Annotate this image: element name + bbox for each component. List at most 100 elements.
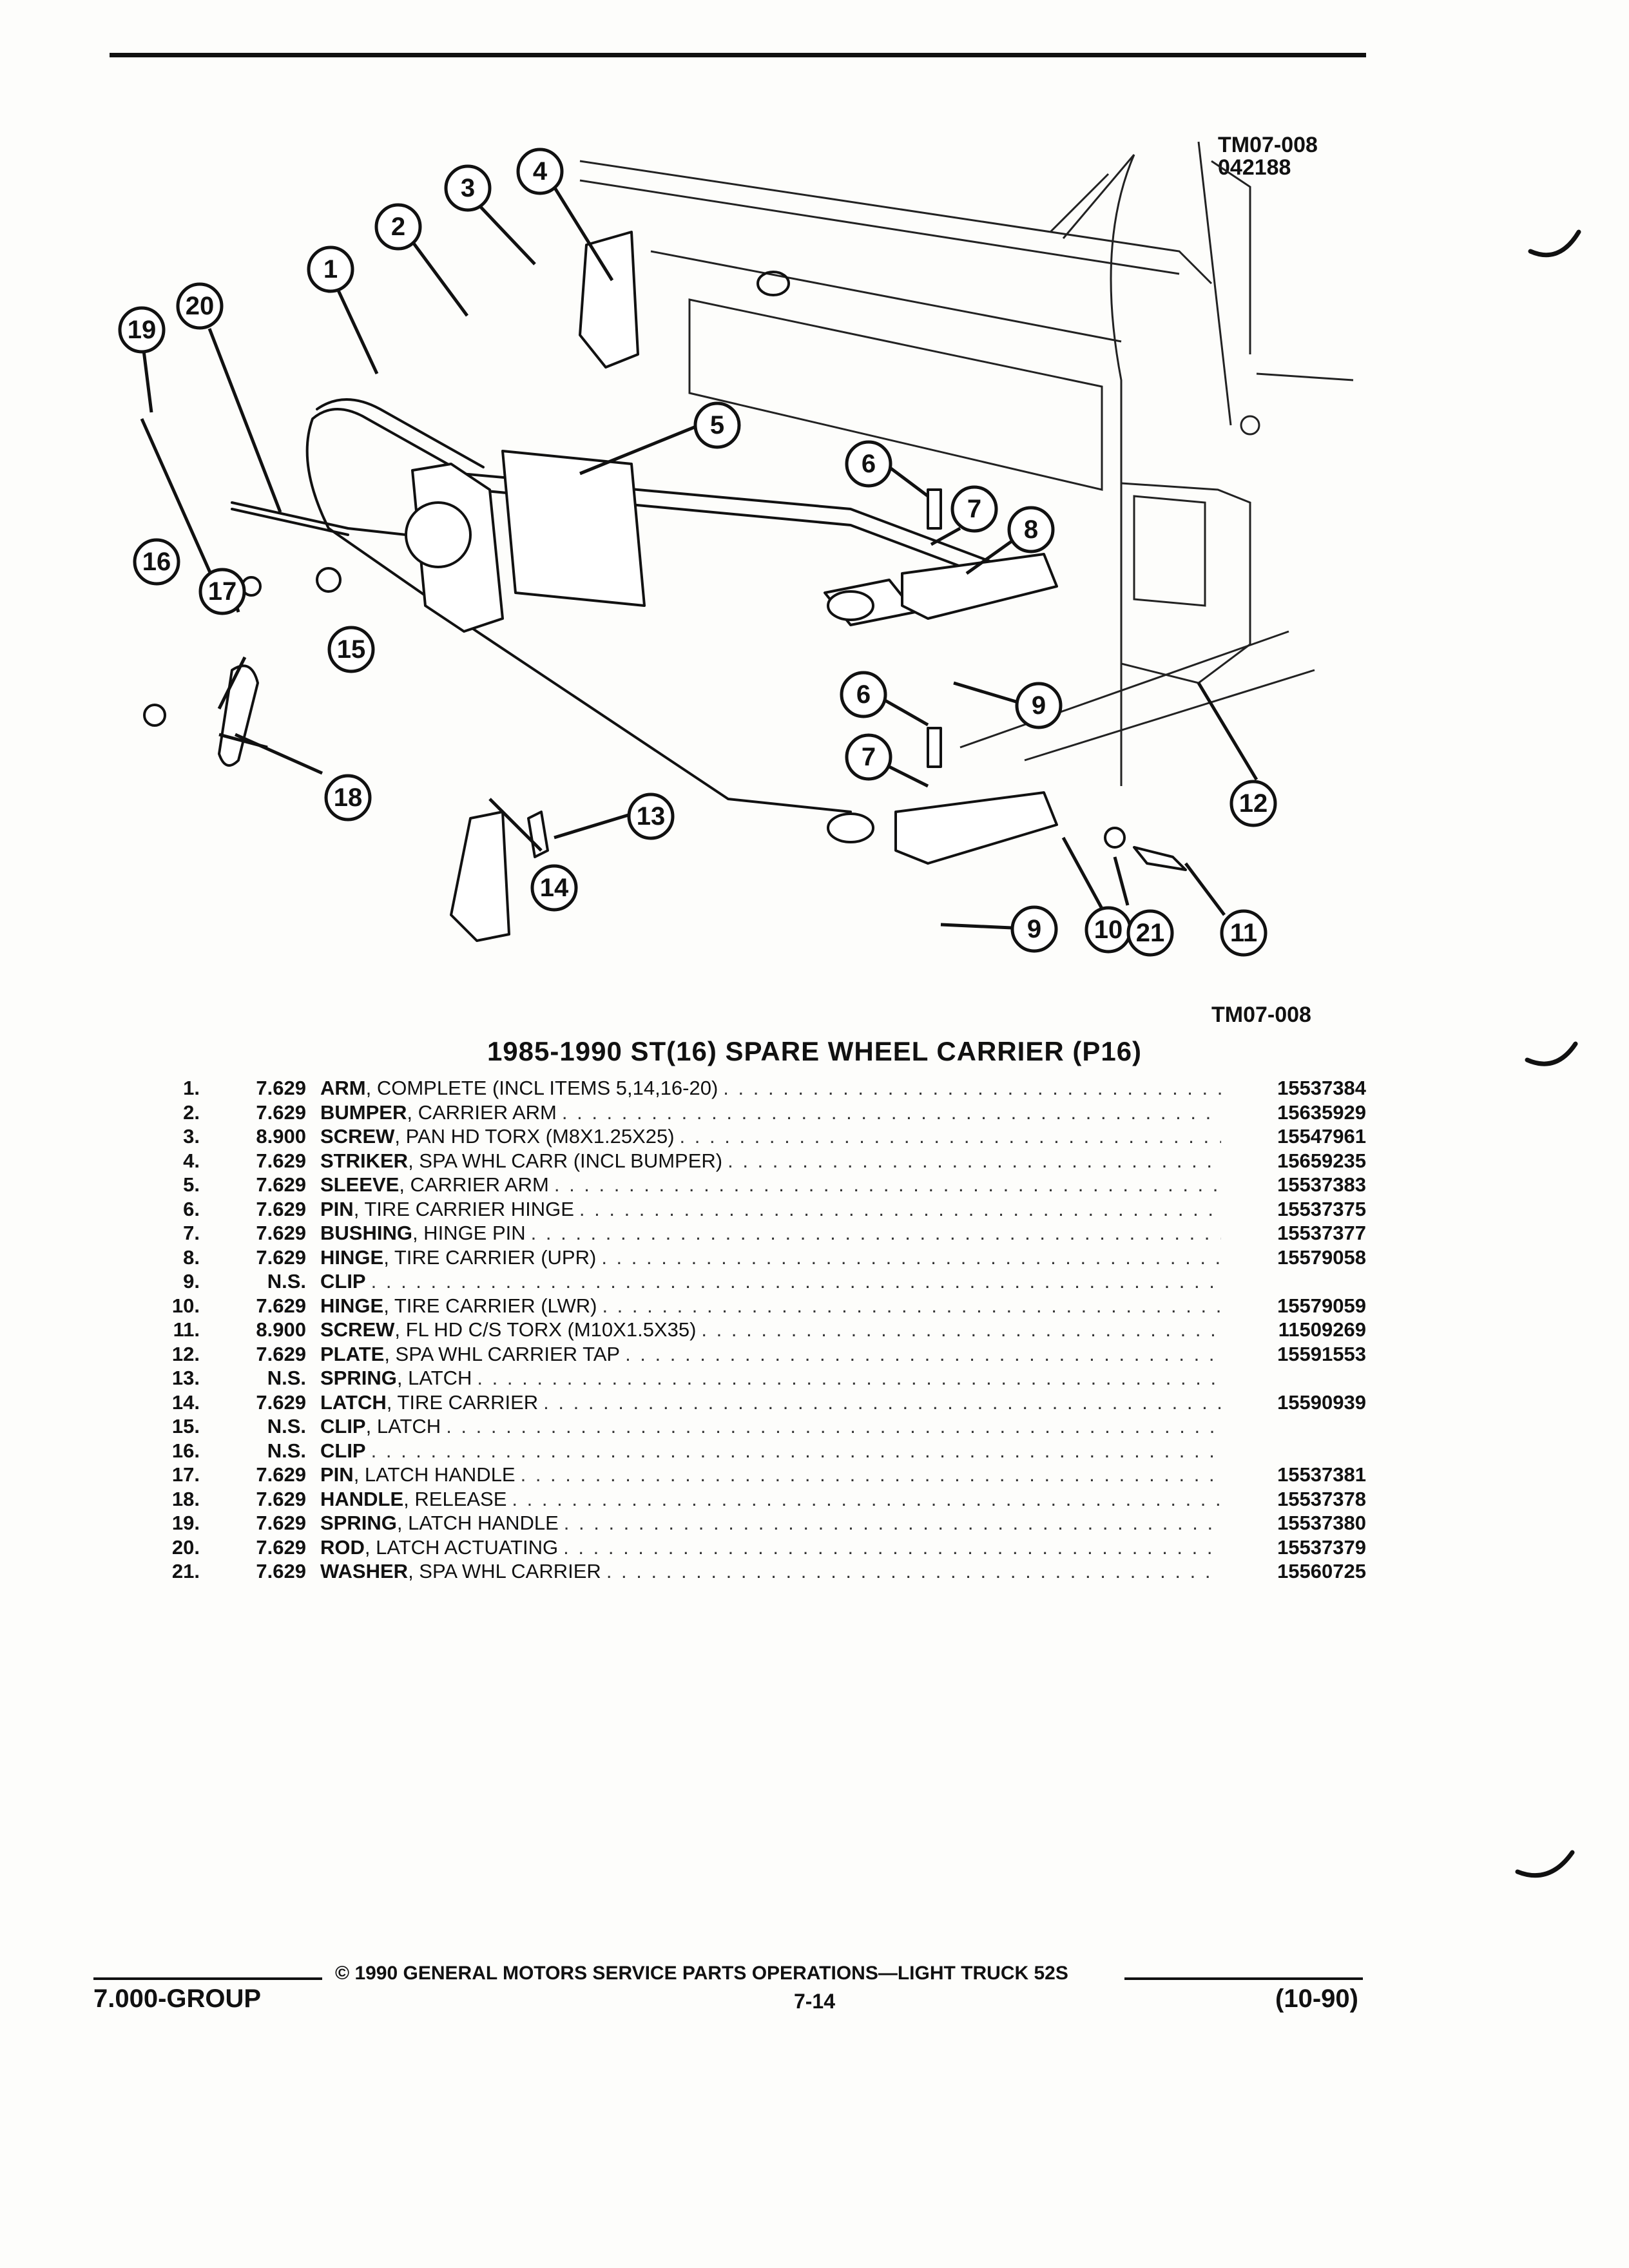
footer-rule-left bbox=[93, 1977, 322, 1980]
leader-dots bbox=[601, 1245, 1221, 1270]
item-number: 2. bbox=[183, 1100, 200, 1124]
figure-code-bottom: TM07-008 bbox=[1211, 1003, 1311, 1027]
group-number: 7.629 bbox=[256, 1294, 306, 1317]
footer-copyright: © 1990 GENERAL MOTORS SERVICE PARTS OPER… bbox=[335, 1963, 1068, 1984]
item-description: HINGE, TIRE CARRIER (UPR) bbox=[320, 1245, 1221, 1270]
callout-7b: 7 bbox=[845, 733, 892, 781]
item-name: SPRING bbox=[320, 1512, 397, 1534]
callout-20: 20 bbox=[176, 282, 224, 330]
callout-4: 4 bbox=[516, 148, 564, 195]
item-detail: , SPA WHL CARR (INCL BUMPER) bbox=[408, 1149, 723, 1172]
part-number: 11509269 bbox=[1278, 1318, 1366, 1341]
item-name: LATCH bbox=[320, 1390, 387, 1414]
part-number: 15537375 bbox=[1277, 1197, 1366, 1220]
item-number: 14. bbox=[171, 1390, 200, 1414]
vehicle-body bbox=[579, 141, 1354, 786]
item-description: HANDLE, RELEASE bbox=[320, 1487, 1221, 1512]
svg-text:7: 7 bbox=[967, 495, 981, 523]
group-number: N.S. bbox=[267, 1415, 306, 1437]
spare-wheel-carrier-diagram: 1 2 3 4 5 6 7 8 6 7 9 9 10 11 12 13 14 1… bbox=[118, 141, 1354, 957]
svg-text:20: 20 bbox=[186, 292, 215, 320]
item-description: BUSHING, HINGE PIN bbox=[320, 1221, 1221, 1245]
part-number: 15537384 bbox=[1277, 1077, 1366, 1099]
footer-date: (10-90) bbox=[1275, 1984, 1358, 2013]
item-name: ARM bbox=[320, 1077, 366, 1099]
page-number: 7-14 bbox=[793, 1990, 836, 2013]
leader-dots bbox=[554, 1173, 1221, 1197]
item-number: 3. bbox=[183, 1125, 200, 1148]
item-name: SCREW bbox=[320, 1318, 395, 1341]
callout-15: 15 bbox=[327, 626, 375, 673]
item-name: CLIP bbox=[320, 1415, 366, 1437]
group-number: 7.629 bbox=[256, 1487, 306, 1510]
item-name: PIN bbox=[320, 1463, 354, 1486]
item-description: ARM, COMPLETE (INCL ITEMS 5,14,16-20) bbox=[320, 1076, 1221, 1100]
item-description: LATCH, TIRE CARRIER bbox=[320, 1390, 1221, 1415]
svg-text:18: 18 bbox=[334, 783, 363, 812]
svg-text:6: 6 bbox=[856, 680, 871, 709]
parts-row: 16.N.S.CLIP bbox=[155, 1439, 1366, 1463]
top-rule bbox=[110, 53, 1366, 57]
leader-dots bbox=[606, 1559, 1221, 1584]
callout-9: 9 bbox=[1015, 682, 1063, 729]
callout-6b: 6 bbox=[840, 671, 887, 718]
group-number: N.S. bbox=[267, 1439, 306, 1462]
item-detail: , TIRE CARRIER bbox=[386, 1390, 539, 1414]
figure-code-top: TM07-008 bbox=[1218, 133, 1318, 157]
item-description: CLIP bbox=[320, 1269, 1221, 1294]
leader-dots bbox=[512, 1487, 1221, 1512]
part-number: 15537377 bbox=[1277, 1222, 1366, 1244]
footer-rule-right bbox=[1124, 1977, 1363, 1980]
svg-text:2: 2 bbox=[391, 213, 405, 241]
leader-dots bbox=[579, 1197, 1221, 1222]
svg-text:9: 9 bbox=[1032, 691, 1046, 720]
svg-text:7: 7 bbox=[862, 743, 876, 771]
item-name: WASHER bbox=[320, 1560, 409, 1582]
item-detail: , LATCH HANDLE bbox=[396, 1512, 559, 1534]
item-detail: , LATCH bbox=[365, 1415, 441, 1437]
callout-14: 14 bbox=[530, 864, 578, 912]
item-detail: , COMPLETE (INCL ITEMS 5,14,16-20) bbox=[365, 1077, 718, 1099]
group-number: 8.900 bbox=[256, 1125, 306, 1148]
item-detail: , SPA WHL CARRIER bbox=[408, 1560, 601, 1582]
svg-text:11: 11 bbox=[1230, 919, 1257, 947]
part-number: 15537379 bbox=[1277, 1535, 1366, 1559]
svg-text:16: 16 bbox=[142, 548, 171, 576]
item-name: ROD bbox=[320, 1535, 365, 1559]
item-detail: , LATCH ACTUATING bbox=[364, 1535, 559, 1559]
item-detail: , CARRIER ARM bbox=[399, 1173, 549, 1196]
svg-text:17: 17 bbox=[208, 577, 237, 606]
item-description: CLIP, LATCH bbox=[320, 1414, 1221, 1439]
callout-5: 5 bbox=[693, 401, 741, 449]
callout-19: 19 bbox=[118, 306, 166, 354]
binder-mark-icon bbox=[1528, 229, 1581, 258]
item-number: 5. bbox=[183, 1173, 200, 1196]
callout-17: 17 bbox=[198, 568, 246, 615]
item-name: CLIP bbox=[320, 1439, 366, 1462]
group-number: 7.629 bbox=[256, 1512, 306, 1534]
group-number: 7.629 bbox=[256, 1100, 306, 1124]
callout-13: 13 bbox=[627, 793, 675, 840]
group-number: 7.629 bbox=[256, 1173, 306, 1196]
group-number: 7.629 bbox=[256, 1222, 306, 1244]
item-description: PIN, TIRE CARRIER HINGE bbox=[320, 1197, 1221, 1222]
callout-16: 16 bbox=[133, 538, 180, 586]
item-detail: , TIRE CARRIER HINGE bbox=[353, 1197, 574, 1220]
item-number: 13. bbox=[171, 1367, 200, 1389]
group-number: 7.629 bbox=[256, 1077, 306, 1099]
svg-text:19: 19 bbox=[128, 316, 157, 344]
callout-6: 6 bbox=[845, 440, 892, 488]
item-name: HANDLE bbox=[320, 1487, 404, 1510]
group-number: 7.629 bbox=[256, 1342, 306, 1365]
item-name: PIN bbox=[320, 1197, 354, 1220]
item-name: SLEEVE bbox=[320, 1173, 400, 1196]
item-number: 8. bbox=[183, 1245, 200, 1269]
leader-dots bbox=[371, 1439, 1221, 1463]
